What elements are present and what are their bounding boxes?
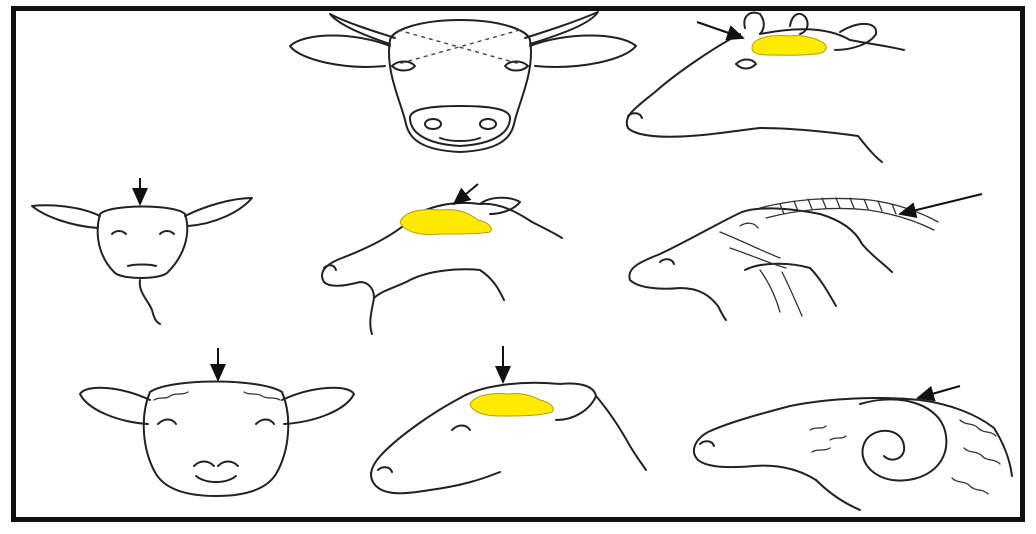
goat-horned-arrow bbox=[900, 194, 982, 214]
ram-wool-texture bbox=[810, 420, 1000, 494]
goat-side-brain-arrow bbox=[454, 184, 478, 204]
cattle-brain-region bbox=[752, 35, 826, 55]
sheep-front-head bbox=[80, 382, 354, 497]
cattle-front-head bbox=[290, 12, 636, 152]
cattle-side-head bbox=[627, 13, 904, 162]
ram-horn bbox=[860, 399, 946, 480]
ram-horned-arrow bbox=[918, 386, 960, 398]
goat-side-horned-head bbox=[629, 208, 892, 320]
cattle-side-arrow bbox=[697, 22, 743, 38]
sheep-wool-texture bbox=[154, 392, 280, 400]
goat-brain-region bbox=[400, 210, 491, 235]
sheep-brain-region bbox=[470, 393, 553, 416]
cattle-front-dashed-cross bbox=[398, 30, 520, 64]
goat-front-head bbox=[32, 198, 252, 324]
goat-horns bbox=[720, 198, 938, 316]
ram-side-horned-head bbox=[694, 398, 1012, 510]
